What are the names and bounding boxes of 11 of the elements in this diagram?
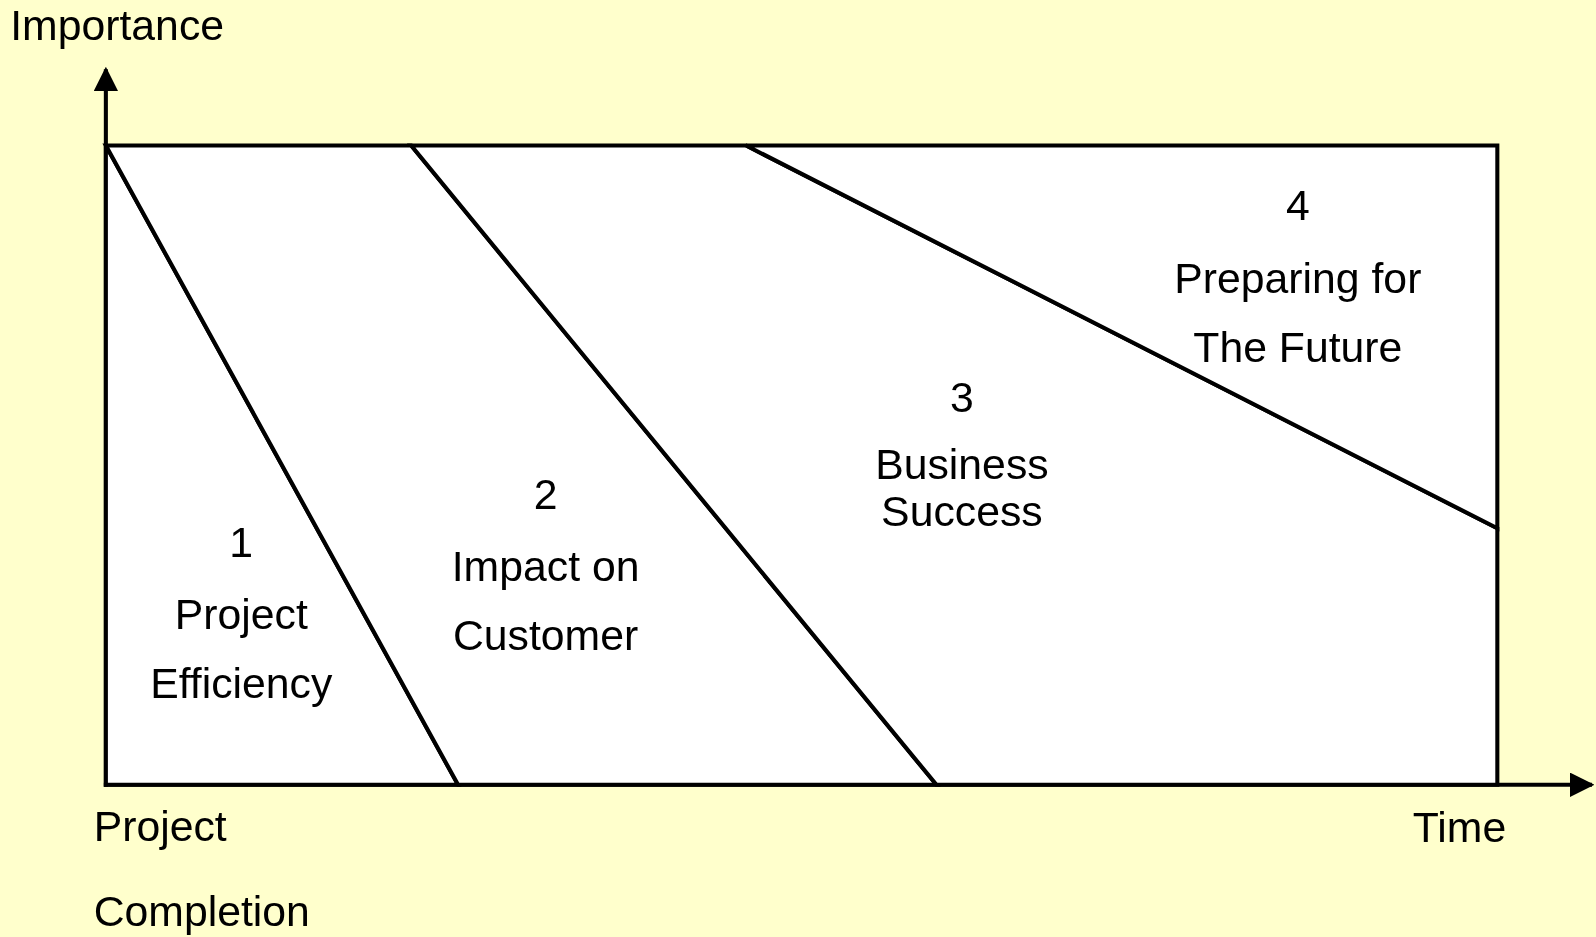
region-label: Project Efficiency [149, 589, 334, 710]
region-label: Impact on Customer [450, 541, 641, 662]
region-label: Preparing for The Future [1173, 253, 1423, 374]
region-number: 4 [1284, 180, 1311, 232]
region-label: Business Success [874, 441, 1050, 536]
region-number: 2 [532, 469, 559, 521]
region-number: 3 [949, 372, 975, 424]
region-number: 1 [228, 517, 255, 568]
axis-label: Project Completion [93, 801, 311, 937]
axis-title: Time [1412, 802, 1508, 853]
axis-title: Importance [10, 0, 226, 51]
